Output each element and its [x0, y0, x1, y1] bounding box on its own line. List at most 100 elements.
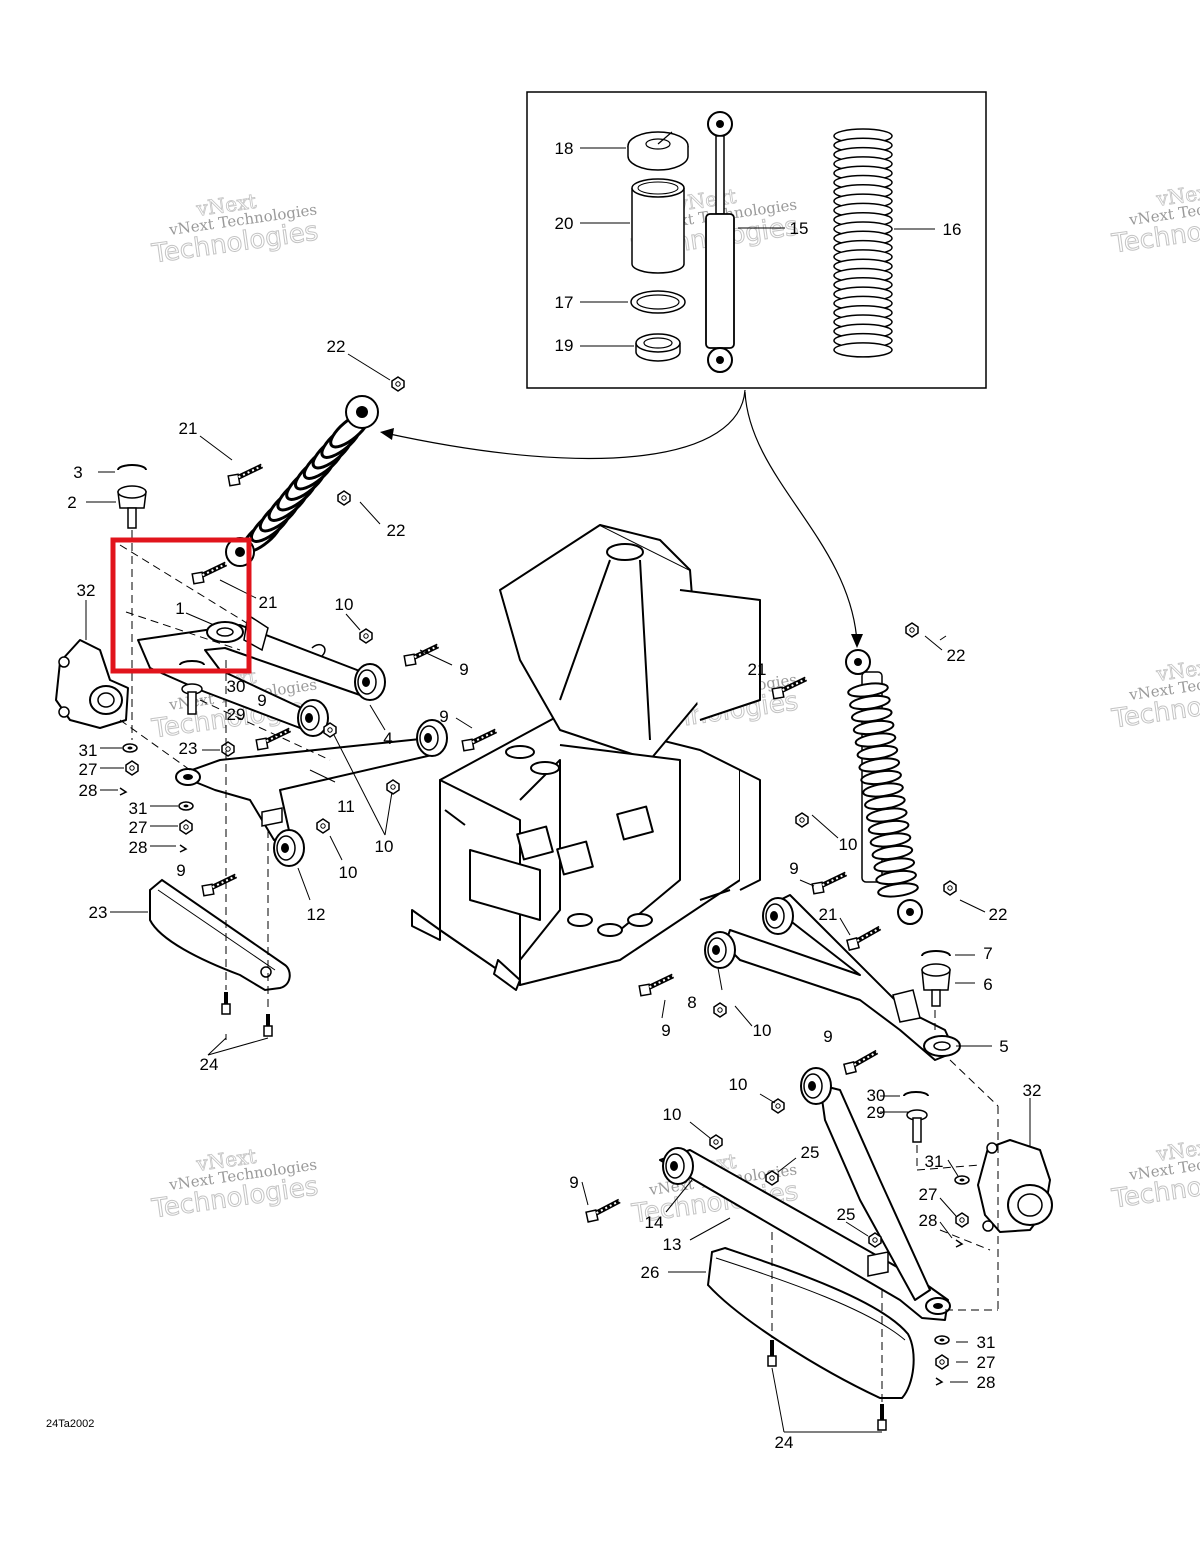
callout-number: 9 — [569, 1173, 578, 1192]
ring-part-17 — [630, 290, 686, 314]
watermark: vNext vNext Technologies Technologies — [1109, 653, 1200, 735]
diagram-code: 24Ta2002 — [46, 1418, 95, 1430]
left-knuckle-part-32 — [55, 639, 129, 729]
callout-number: 28 — [919, 1211, 938, 1230]
callout-number: 19 — [555, 336, 574, 355]
guard-bolts-part-24 — [767, 1340, 887, 1431]
callout-number: 28 — [129, 838, 148, 857]
left-lower-circlip-part-30 — [179, 660, 205, 666]
callout-number: 17 — [555, 293, 574, 312]
callout-number: 5 — [999, 1037, 1008, 1056]
left-shock-assembly — [225, 395, 382, 567]
cotter-pin-icon — [119, 787, 128, 796]
callout-number: 11 — [337, 797, 355, 816]
callout-number: 6 — [983, 975, 992, 994]
callout-number: 10 — [335, 595, 354, 614]
callout-number: 10 — [375, 837, 394, 856]
vehicle-frame — [411, 524, 761, 991]
callout-number: 21 — [748, 660, 767, 679]
assembly-guide-lines-left — [119, 530, 331, 1012]
callout-number: 9 — [789, 859, 798, 878]
callout-number: 3 — [73, 463, 82, 482]
callout-number: 31 — [79, 741, 98, 760]
callout-number: 23 — [89, 903, 108, 922]
callout-number: 22 — [327, 337, 346, 356]
cotter-pin-icon — [179, 844, 188, 853]
watermark: vNext vNext Technologies Technologies — [1109, 1133, 1200, 1215]
assembly-guide-lines-right — [771, 1010, 999, 1402]
callout-number: 8 — [687, 993, 696, 1012]
callout-number: 27 — [129, 818, 148, 837]
callout-number: 26 — [641, 1263, 660, 1282]
callout-number: 31 — [129, 799, 148, 818]
left-skid-guard-part-23 — [149, 878, 291, 992]
cotter-pin-icon — [935, 1377, 944, 1386]
callout-number: 25 — [801, 1143, 820, 1162]
callout-number: 30 — [227, 677, 246, 696]
sleeve-part-20 — [631, 178, 685, 274]
left-lower-ball-joint-part-29 — [181, 683, 203, 715]
callout-number: 23 — [179, 739, 198, 758]
callout-number: 21 — [259, 593, 278, 612]
callout-number: 27 — [79, 760, 98, 779]
callout-number: 14 — [645, 1213, 664, 1232]
callout-number: 27 — [919, 1185, 938, 1204]
callout-number: 24 — [775, 1433, 794, 1452]
callout-number: 1 — [175, 599, 184, 618]
right-lower-a-arm-part-13 — [659, 1084, 951, 1321]
callout-number: 9 — [439, 707, 448, 726]
callout-number: 9 — [661, 1021, 670, 1040]
coil-spring-part-16 — [833, 128, 893, 358]
callout-number: 21 — [179, 419, 198, 438]
right-lower-ball-joint-part-29 — [906, 1109, 928, 1143]
shock-components-inset — [526, 91, 987, 389]
callout-number: 2 — [67, 493, 76, 512]
callout-number: 22 — [387, 521, 406, 540]
callout-number: 10 — [729, 1075, 748, 1094]
right-ball-joint-part-6 — [921, 963, 951, 1007]
callout-number: 27 — [977, 1353, 996, 1372]
callout-leaders — [85, 353, 1031, 1433]
callout-number: 29 — [867, 1103, 886, 1122]
callout-number: 15 — [790, 219, 809, 238]
callout-number: 28 — [79, 781, 98, 800]
callout-number: 22 — [947, 646, 966, 665]
right-skid-guard-part-26 — [706, 1246, 915, 1399]
left-circlip-part-3 — [117, 464, 147, 471]
watermark: vNext vNext Technologies Technologies — [149, 188, 321, 270]
callout-number: 10 — [339, 863, 358, 882]
right-circlip-part-7 — [921, 950, 951, 957]
callout-number: 10 — [753, 1021, 772, 1040]
callout-number: 7 — [983, 944, 992, 963]
callout-number: 24 — [200, 1055, 219, 1074]
callout-number: 9 — [257, 691, 266, 710]
guard-bolts-part-24 — [221, 992, 273, 1037]
callout-number: 30 — [867, 1086, 886, 1105]
watermark: vNext vNext Technologies Technologies — [149, 1143, 321, 1225]
callout-number: 10 — [839, 835, 858, 854]
callout-number: 4 — [383, 729, 392, 748]
callout-number: 28 — [977, 1373, 996, 1392]
right-knuckle-part-32 — [977, 1139, 1053, 1233]
spring-seat-part-18 — [627, 131, 689, 171]
left-ball-joint-part-2 — [117, 485, 147, 529]
callout-number: 21 — [819, 905, 838, 924]
callout-number: 29 — [227, 705, 246, 724]
callout-number: 18 — [555, 139, 574, 158]
callout-number: 25 — [837, 1205, 856, 1224]
callout-number: 22 — [989, 905, 1008, 924]
right-shock-assembly — [845, 649, 923, 925]
inset-connector-arrows — [380, 389, 863, 648]
highlight-box — [110, 537, 252, 674]
callout-number: 16 — [943, 220, 962, 239]
callout-number: 31 — [977, 1333, 996, 1352]
damper-part-15 — [705, 111, 735, 373]
callout-number: 9 — [459, 660, 468, 679]
cotter-pin-icon — [955, 1239, 964, 1248]
callout-number: 13 — [663, 1235, 682, 1254]
callout-number: 32 — [77, 581, 96, 600]
left-lower-a-arm-part-11 — [175, 737, 433, 841]
callout-number: 31 — [925, 1152, 944, 1171]
